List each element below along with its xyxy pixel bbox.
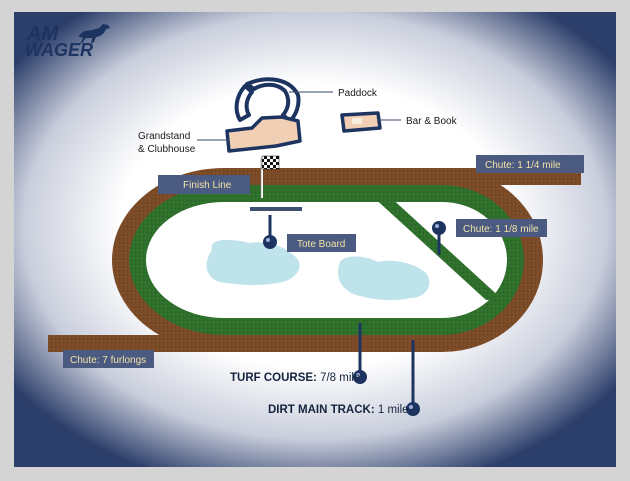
dirt-track-pin [406,340,420,416]
tote-board-pin [263,215,277,249]
infield-lake-left [206,239,300,286]
horse-icon [78,24,110,44]
turf-course-label: TURF COURSE: 7/8 mile [230,372,360,384]
finish-flag-icon [260,155,280,198]
grandstand-building [225,115,302,153]
chute-1-1-8-box [456,219,547,237]
dirt-track-name: DIRT MAIN TRACK: [268,404,375,416]
chute-1-1-4-label: Chute: 1 1/4 mile [485,160,561,171]
chute-1-1-8-label: Chute: 1 1/8 mile [463,224,539,235]
paddock-label: Paddock [338,88,378,99]
chute-7-furlongs-label: Chute: 7 furlongs [70,355,146,366]
tote-board-label: Tote Board [297,239,345,250]
chute-1-1-8-strip [371,195,503,300]
grandstand-label-line2: & Clubhouse [138,144,196,155]
logo-line2: WAGER [25,40,93,60]
chute-1-1-4-box [476,155,584,173]
paddock-building [234,77,301,123]
turf-course-distance: 7/8 mile [317,372,360,384]
bar-book-label: Bar & Book [406,116,458,127]
chute-7-furlongs-box [63,350,154,368]
tote-board-box [287,234,356,252]
turf-course-pin [353,323,367,384]
dirt-track-distance: 1 mile [375,404,409,416]
infield-lake-right [338,256,430,301]
grandstand-label-line1: Grandstand [138,131,190,142]
chute-1-1-8-pin [432,221,446,255]
turf-course-name: TURF COURSE: [230,372,317,384]
amwager-logo: AM WAGER [25,23,110,60]
bar-book-building [340,111,382,133]
logo-line1: AM [26,23,59,45]
finish-line-marker [250,207,302,211]
finish-line-label: Finish Line [183,180,232,191]
dirt-track-label: DIRT MAIN TRACK: 1 mile [268,404,409,416]
finish-line-box [158,175,250,194]
